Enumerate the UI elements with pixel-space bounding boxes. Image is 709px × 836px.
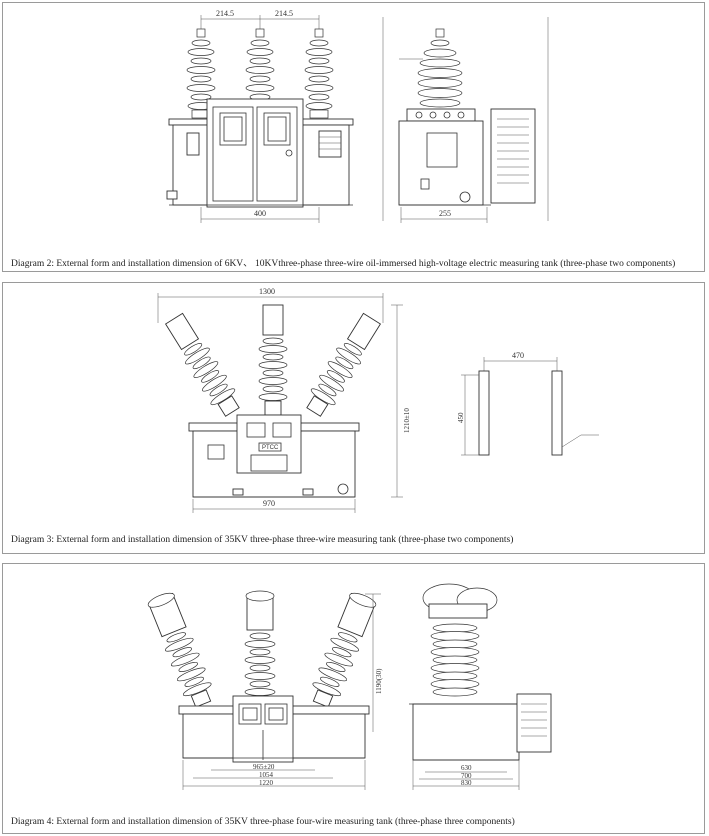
dim-spacing-left: 214.5 — [216, 9, 234, 18]
dim-base-c: 1220 — [259, 779, 274, 787]
dimension-height: 1210±10 — [391, 304, 411, 498]
dim-base-b: 1054 — [259, 771, 274, 779]
center-insulator — [258, 304, 288, 416]
dim-base-width: 970 — [263, 499, 275, 508]
side-view-4 — [409, 583, 552, 761]
right-insulator-4 — [312, 592, 377, 708]
dimension-side-4: 630 700 830 — [412, 760, 520, 790]
left-insulator-4 — [147, 592, 212, 708]
mounting-brackets: 470 450 — [457, 351, 599, 456]
dimension-width-top: 1300 — [157, 287, 384, 323]
dim-mount-width: 470 — [512, 351, 524, 360]
dimension-base-front: 400 — [200, 207, 320, 223]
diagram-3-caption: Diagram 3: External form and installatio… — [11, 535, 514, 545]
dimension-base-width: 970 — [192, 499, 356, 513]
diagram-4-panel: 1190(30) 965±20 1054 1220 — [2, 563, 705, 834]
left-insulator — [164, 312, 240, 417]
dim-side-a: 630 — [461, 764, 472, 772]
center-insulator-4 — [244, 590, 276, 709]
dim-base-a: 965±20 — [253, 763, 275, 771]
dim-base-side: 255 — [439, 209, 451, 218]
dimension-spacing: 214.5 214.5 — [200, 9, 320, 31]
tank-35kv-4wire — [178, 695, 370, 763]
tank-35kv-3wire: PTCC — [188, 414, 360, 498]
dim-side-b: 700 — [461, 772, 472, 780]
nameplate-text: PTCC — [262, 445, 279, 451]
dimension-base-side: 255 — [400, 207, 488, 223]
dim-side-c: 830 — [461, 779, 472, 787]
diagram-3-drawing: 1300 — [157, 287, 599, 513]
dimension-height-4: 1190(30) — [365, 593, 383, 732]
side-view — [382, 17, 549, 221]
diagram-4-caption: Diagram 4: External form and installatio… — [11, 817, 515, 827]
dim-height: 1210±10 — [403, 408, 411, 433]
dim-width-top: 1300 — [259, 287, 275, 296]
front-view-insulators — [186, 28, 334, 119]
dimension-base-4: 965±20 1054 1220 — [182, 760, 366, 790]
diagram-2-caption: Diagram 2: External form and installatio… — [11, 259, 676, 269]
diagram-2-panel: 214.5 214.5 — [2, 2, 705, 272]
diagram-4-drawing: 1190(30) 965±20 1054 1220 — [147, 583, 552, 790]
diagram-3-panel: 1300 — [2, 282, 705, 554]
front-view-tank — [166, 98, 354, 208]
dim-base-front: 400 — [254, 209, 266, 218]
dim-spacing-right: 214.5 — [275, 9, 293, 18]
diagram-2-drawing: 214.5 214.5 — [166, 9, 549, 223]
dim-height-4: 1190(30) — [375, 668, 383, 694]
dim-mount-height: 450 — [457, 412, 465, 423]
right-insulator — [306, 312, 382, 417]
